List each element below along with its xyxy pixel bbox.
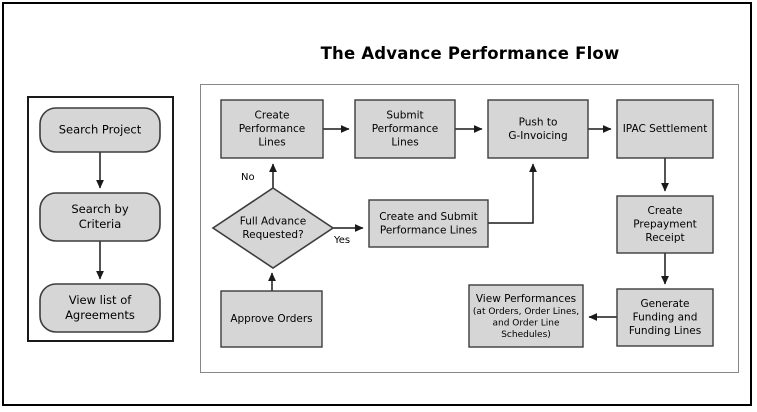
node-ipac-settlement[interactable]: IPAC Settlement bbox=[616, 99, 714, 159]
outer-frame bbox=[2, 2, 752, 406]
node-label-create-performance-lines-line-0: Create bbox=[255, 110, 290, 122]
node-approve-orders[interactable]: Approve Orders bbox=[220, 290, 323, 348]
node-label-create-performance-lines-line-2: Lines bbox=[258, 137, 285, 149]
node-label-create-and-submit-performance-lines-line-1: Performance Lines bbox=[380, 224, 477, 236]
node-label-full-advance-requested-line-0: Full Advance bbox=[240, 215, 307, 227]
node-label-ipac-settlement-line-0: IPAC Settlement bbox=[623, 123, 708, 135]
node-label-search-project-line-0: Search Project bbox=[59, 123, 142, 137]
node-label-create-prepayment-receipt-line-2: Receipt bbox=[645, 232, 684, 244]
node-push-to-g-invoicing[interactable]: Push to G-Invoicing bbox=[487, 99, 589, 159]
node-label-submit-performance-lines-line-2: Lines bbox=[391, 137, 418, 149]
node-label-submit-performance-lines-line-1: Performance bbox=[372, 123, 439, 135]
node-label-generate-funding-and-funding-lines-line-0: Generate bbox=[640, 298, 689, 310]
node-sublabel-view-performances-line-0: (at Orders, Order Lines, bbox=[473, 307, 579, 317]
node-label-view-list-of-agreements-line-1: Agreements bbox=[65, 308, 135, 322]
node-label-push-to-g-invoicing-line-1: G-Invoicing bbox=[508, 130, 567, 142]
node-sublabel-view-performances-line-1: and Order Line bbox=[493, 318, 560, 328]
node-label-create-performance-lines-line-1: Performance bbox=[239, 123, 306, 135]
node-label-generate-funding-and-funding-lines-line-2: Funding Lines bbox=[629, 325, 701, 337]
edge-decision-yes-to-create-and-submit: Yes bbox=[333, 224, 364, 246]
edge-decision-yes-to-create-and-submit-label: Yes bbox=[333, 235, 350, 246]
edge-decision-no-to-create: No bbox=[241, 163, 277, 188]
node-label-create-and-submit-performance-lines-line-0: Create and Submit bbox=[379, 211, 478, 223]
node-label-create-prepayment-receipt-line-1: Prepayment bbox=[633, 219, 696, 231]
node-label-view-list-of-agreements-line-0: View list of bbox=[69, 293, 133, 307]
node-label-generate-funding-and-funding-lines-line-1: Funding and bbox=[633, 312, 698, 324]
node-label-search-by-criteria-line-1: Criteria bbox=[79, 217, 122, 231]
node-label-submit-performance-lines-line-0: Submit bbox=[386, 110, 423, 122]
node-label-view-performances-line-0: View Performances bbox=[476, 293, 576, 305]
node-sublabel-view-performances-line-2: Schedules) bbox=[501, 330, 551, 340]
node-search-project[interactable]: Search Project bbox=[39, 107, 161, 153]
edge-decision-no-to-create-label: No bbox=[241, 172, 255, 183]
node-label-push-to-g-invoicing-line-0: Push to bbox=[519, 116, 558, 128]
node-label-approve-orders-line-0: Approve Orders bbox=[230, 313, 312, 325]
edge-create-and-submit-to-push bbox=[488, 163, 537, 224]
page-title: The Advance Performance Flow bbox=[320, 44, 620, 63]
node-label-full-advance-requested-line-1: Requested? bbox=[242, 229, 303, 241]
node-label-create-prepayment-receipt-line-0: Create bbox=[648, 205, 683, 217]
node-view-performances[interactable]: View Performances (at Orders, Order Lines… bbox=[468, 284, 584, 348]
node-label-search-by-criteria-line-0: Search by bbox=[71, 202, 128, 216]
